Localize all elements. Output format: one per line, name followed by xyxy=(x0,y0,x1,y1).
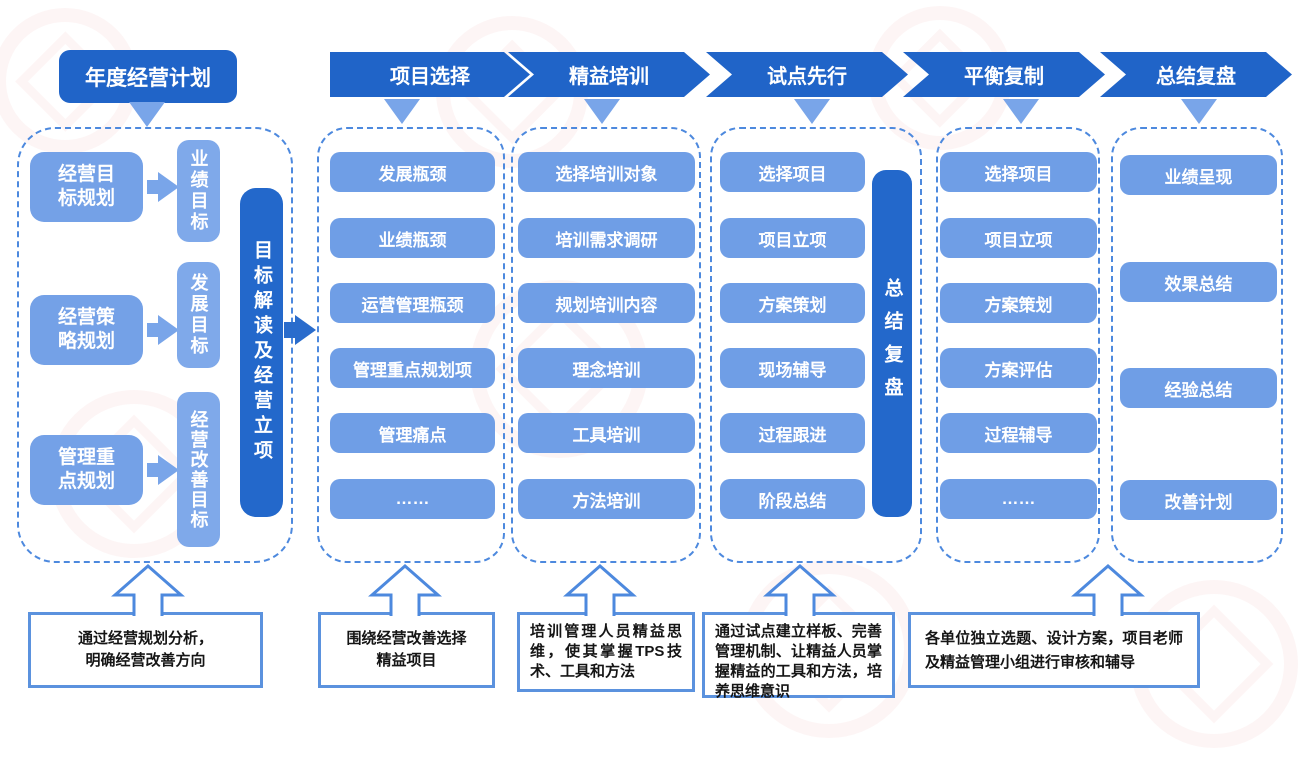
project-selection-container xyxy=(317,127,505,563)
planning-target-box: 业绩目标 xyxy=(177,140,220,242)
step-box: 工具培训 xyxy=(518,413,695,453)
step-box: 项目立项 xyxy=(940,218,1097,258)
planning-source-box: 经营策 略规划 xyxy=(30,295,143,365)
arrow-up-icon xyxy=(563,564,637,616)
balanced-replication-container xyxy=(936,127,1100,563)
pilot-first-container xyxy=(710,127,922,563)
note-box: 围绕经营改善选择 精益项目 xyxy=(318,612,495,688)
arrow-up-icon xyxy=(111,564,185,616)
note-box: 通过经营规划分析， 明确经营改善方向 xyxy=(28,612,263,688)
stage-banner-balanced-replication: 平衡复制 xyxy=(903,52,1105,97)
step-box: 培训需求调研 xyxy=(518,218,695,258)
lean-training-container xyxy=(511,127,701,563)
note-box: 各单位独立选题、设计方案，项目老师及精益管理小组进行审核和辅导 xyxy=(908,612,1200,688)
step-box: 管理痛点 xyxy=(330,413,495,453)
stage-banner-summary-review: 总结复盘 xyxy=(1100,52,1292,97)
step-box: 方案策划 xyxy=(940,283,1097,323)
note-box: 培训管理人员精益思维，使其掌握TPS技术、工具和方法 xyxy=(517,612,695,692)
arrow-down-icon xyxy=(1181,99,1217,124)
step-box: …… xyxy=(940,479,1097,519)
arrow-up-icon xyxy=(368,564,442,616)
arrow-down-icon xyxy=(584,99,620,124)
step-box: 效果总结 xyxy=(1120,262,1277,302)
goal-interpretation-bar: 目标解读及经营立项 xyxy=(240,188,283,517)
summary-review-container xyxy=(1111,127,1283,563)
arrow-right-icon xyxy=(147,172,180,202)
step-box: 经验总结 xyxy=(1120,368,1277,408)
flow-arrow-right-icon xyxy=(284,315,319,345)
step-box: 选择培训对象 xyxy=(518,152,695,192)
step-box: 运营管理瓶颈 xyxy=(330,283,495,323)
step-box: 改善计划 xyxy=(1120,480,1277,520)
planning-target-box: 发展目标 xyxy=(177,262,220,368)
arrow-right-icon xyxy=(147,455,180,485)
summary-review-bar: 总结复盘 xyxy=(872,170,912,517)
arrow-down-icon xyxy=(384,99,420,124)
planning-container xyxy=(17,127,293,563)
step-box: …… xyxy=(330,479,495,519)
arrow-up-icon xyxy=(1071,564,1145,616)
note-box: 通过试点建立样板、完善管理机制、让精益人员掌握精益的工具和方法，培养思维意识 xyxy=(702,612,895,700)
step-box: 选择项目 xyxy=(720,152,865,192)
stage-banner-pilot-first: 试点先行 xyxy=(706,52,908,97)
stage-banner-project-selection: 项目选择 xyxy=(330,52,530,97)
step-box: 方案策划 xyxy=(720,283,865,323)
step-box: 方法培训 xyxy=(518,479,695,519)
planning-target-box: 经营改善目标 xyxy=(177,392,220,547)
step-box: 业绩呈现 xyxy=(1120,155,1277,195)
step-box: 理念培训 xyxy=(518,348,695,388)
step-box: 阶段总结 xyxy=(720,479,865,519)
arrow-right-icon xyxy=(147,315,180,345)
arrow-down-icon xyxy=(1003,99,1039,124)
step-box: 现场辅导 xyxy=(720,348,865,388)
step-box: 方案评估 xyxy=(940,348,1097,388)
step-box: 发展瓶颈 xyxy=(330,152,495,192)
arrow-down-icon xyxy=(129,102,165,127)
step-box: 过程跟进 xyxy=(720,413,865,453)
planning-source-box: 管理重 点规划 xyxy=(30,435,143,505)
stage-banner-lean-training: 精益培训 xyxy=(508,52,710,97)
arrow-down-icon xyxy=(794,99,830,124)
step-box: 业绩瓶颈 xyxy=(330,218,495,258)
step-box: 管理重点规划项 xyxy=(330,348,495,388)
step-box: 项目立项 xyxy=(720,218,865,258)
step-box: 选择项目 xyxy=(940,152,1097,192)
annual-plan-title: 年度经营计划 xyxy=(59,50,237,103)
step-box: 过程辅导 xyxy=(940,413,1097,453)
arrow-up-icon xyxy=(763,564,837,616)
step-box: 规划培训内容 xyxy=(518,283,695,323)
planning-source-box: 经营目 标规划 xyxy=(30,152,143,222)
